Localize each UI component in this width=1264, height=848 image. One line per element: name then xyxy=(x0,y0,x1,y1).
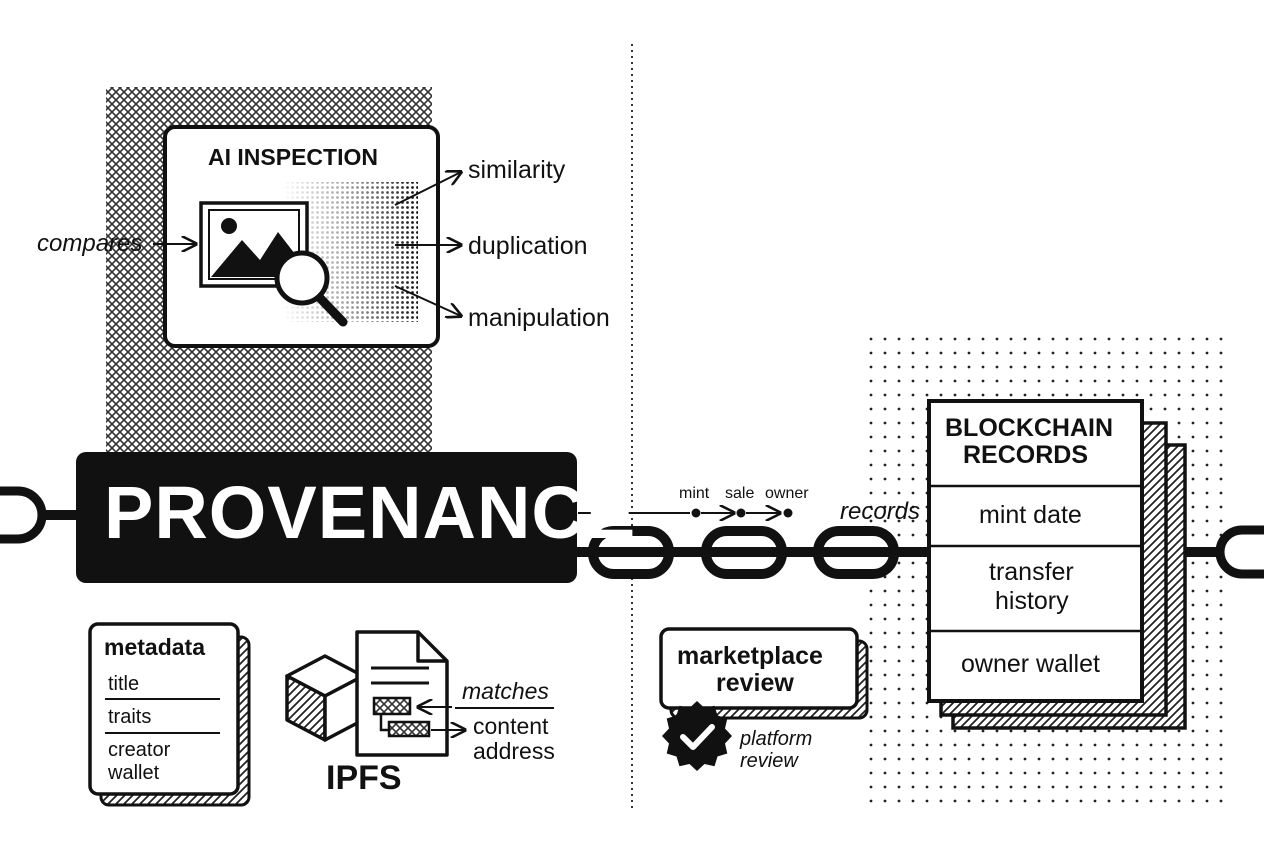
ipfs-title: IPFS xyxy=(326,759,402,797)
timeline-event-mint: mint xyxy=(679,485,710,502)
magnifier-icon xyxy=(274,250,348,327)
platform-review-line1: platform xyxy=(740,728,813,750)
blockchain-row-history: history xyxy=(995,587,1069,615)
content-address-line2: address xyxy=(473,738,555,764)
output-arrow-3 xyxy=(394,285,461,316)
timeline-event-sale: sale xyxy=(725,485,755,502)
image-icon xyxy=(199,201,309,288)
provenance-banner xyxy=(76,452,577,583)
compares-label: compares xyxy=(37,230,143,257)
ai-inspection-title: AI INSPECTION xyxy=(208,144,378,170)
records-label: records xyxy=(840,498,921,525)
blockchain-row-mint-date: mint date xyxy=(979,501,1082,529)
blockchain-title-line2: RECORDS xyxy=(963,441,1089,469)
timeline xyxy=(578,509,793,518)
metadata-field-wallet: wallet xyxy=(108,762,160,784)
blockchain-row-owner-wallet: owner wallet xyxy=(961,650,1100,678)
output-similarity: similarity xyxy=(468,156,566,184)
platform-review-line2: review xyxy=(740,750,798,772)
timeline-event-owner: owner xyxy=(765,485,809,502)
chain-left-stub xyxy=(0,486,80,544)
matches-label: matches xyxy=(462,678,549,704)
chain-right-stub xyxy=(1185,525,1264,579)
chain-middle xyxy=(577,526,975,579)
metadata-card xyxy=(88,622,251,807)
metadata-field-traits: traits xyxy=(108,706,152,728)
blockchain-title-line1: BLOCKCHAIN xyxy=(945,414,1114,442)
metadata-field-creator: creator xyxy=(108,739,171,761)
marketplace-title-line2: review xyxy=(716,669,794,697)
metadata-title: metadata xyxy=(104,634,205,660)
content-address-line1: content xyxy=(473,713,549,739)
output-arrow-1 xyxy=(394,172,461,206)
provenance-title: PROVENANCE xyxy=(104,471,637,554)
verified-badge-icon xyxy=(662,701,732,771)
document-icon xyxy=(355,630,449,757)
blockchain-row-transfer: transfer xyxy=(989,558,1074,586)
output-manipulation: manipulation xyxy=(468,304,610,332)
cube-icon xyxy=(285,654,365,742)
ai-inspection-panel xyxy=(163,125,440,348)
output-duplication: duplication xyxy=(468,232,588,260)
marketplace-title-line1: marketplace xyxy=(677,642,823,670)
marketplace-card xyxy=(659,627,869,720)
metadata-field-title: title xyxy=(108,673,140,695)
blockchain-records-panel xyxy=(927,399,1187,730)
